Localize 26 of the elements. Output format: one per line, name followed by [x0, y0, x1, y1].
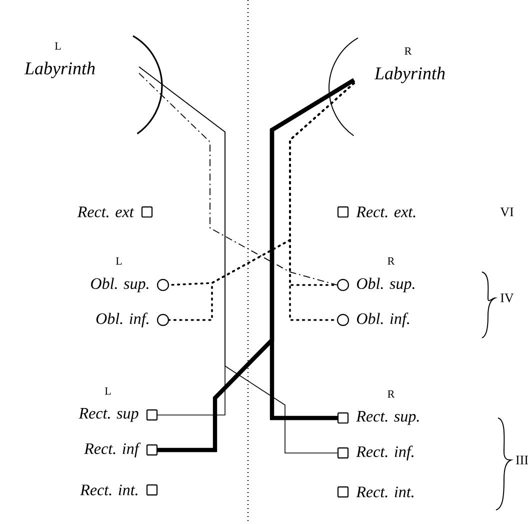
roman-numeral: VI	[500, 208, 514, 216]
nerve-line	[158, 78, 356, 452]
muscle-label: Rect. ext	[77, 206, 134, 218]
muscle-label: Obl. inf.	[357, 312, 409, 328]
side-letter: R	[404, 47, 412, 55]
side-letter: L	[104, 387, 111, 395]
labyrinth-label: Labyrinth	[374, 66, 445, 84]
roman-numeral: IV	[500, 294, 514, 302]
muscle-label: Rect. int.	[80, 484, 138, 496]
muscle-label: Obl. sup.	[357, 278, 414, 292]
muscle-label: Rect. sup.	[356, 411, 419, 425]
nerve-line	[138, 72, 338, 286]
muscle-label: Rect. inf.	[356, 446, 414, 460]
muscle-label: Obl. inf.	[96, 312, 148, 328]
roman-numeral: III	[516, 456, 528, 464]
muscle-label: Rect. inf	[84, 442, 141, 458]
muscle-label: Rect. ext.	[356, 206, 416, 218]
muscle-label: Rect. int.	[356, 486, 414, 498]
side-letter: R	[388, 390, 395, 398]
side-letter: L	[116, 257, 122, 265]
nerve-line	[138, 66, 338, 454]
muscle-label: Obl. sup.	[91, 278, 148, 292]
muscle-label: Rect. sup	[78, 408, 138, 422]
side-letter: R	[388, 257, 395, 265]
labyrinth-label: Labyrinth	[24, 62, 95, 78]
side-letter: L	[54, 42, 61, 50]
